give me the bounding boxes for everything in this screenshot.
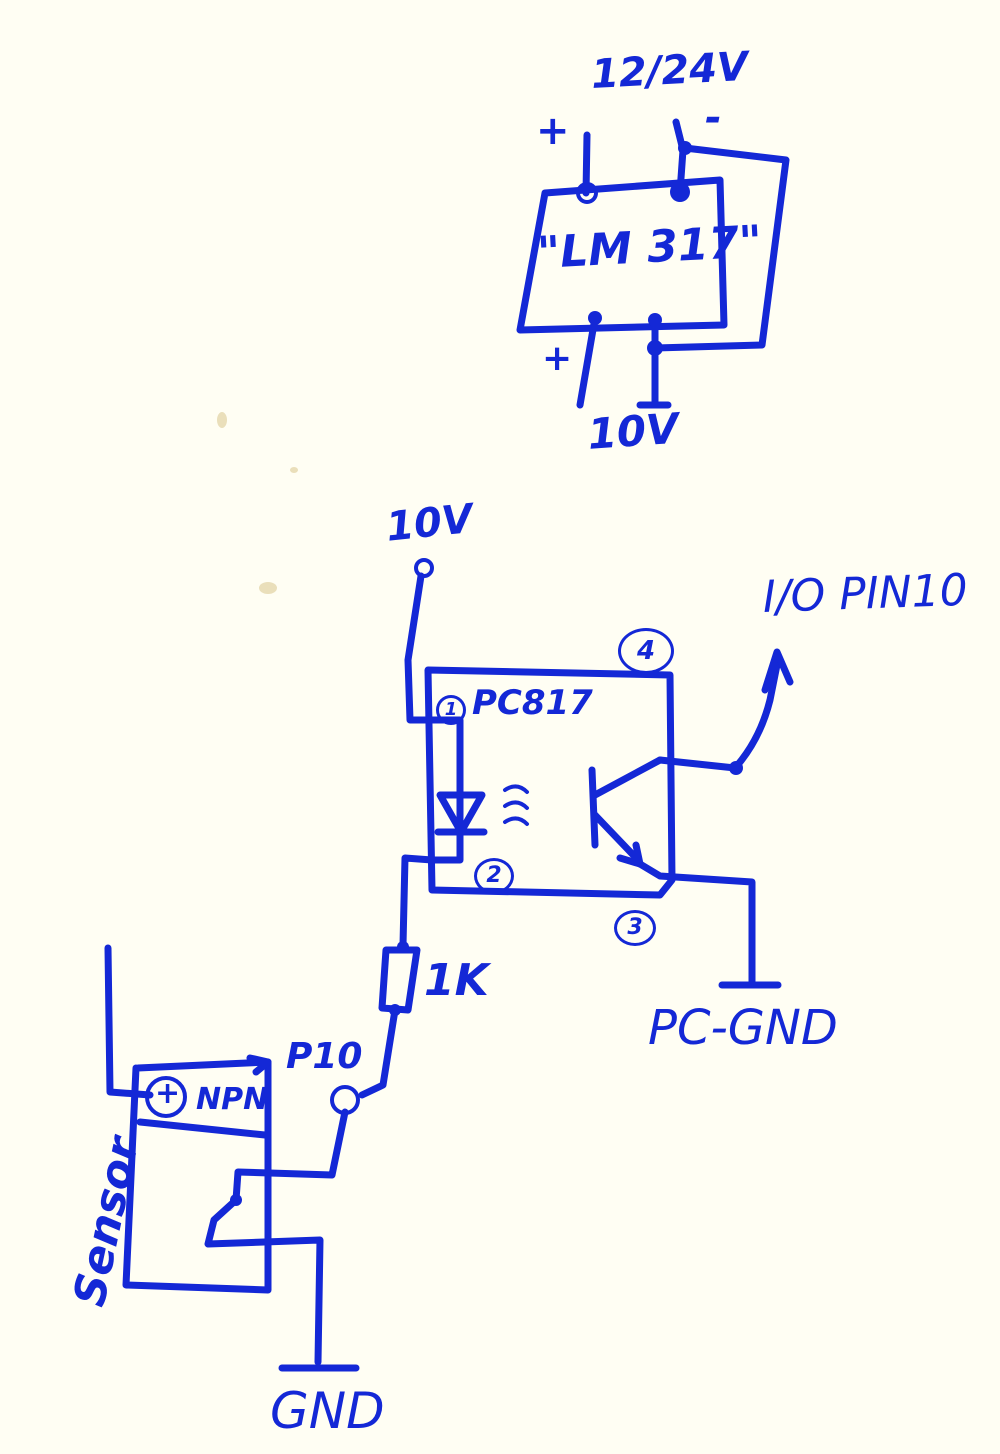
resistor-to-p10-wire xyxy=(358,1006,399,1099)
output-voltage-label: 10V xyxy=(586,403,681,459)
gnd-label: GND xyxy=(270,1382,385,1440)
io-pin-label: I/O PIN10 xyxy=(762,564,969,623)
p10-label: P10 xyxy=(286,1036,363,1077)
ground-return-wire xyxy=(651,144,790,352)
resistor-1k xyxy=(378,946,421,1014)
sensor-box xyxy=(122,1058,272,1294)
pin3-marker: 3 xyxy=(614,910,656,946)
junction-dot xyxy=(647,340,663,356)
junction-dot xyxy=(729,761,743,775)
io-arrow xyxy=(761,648,794,694)
pin1-marker: 1 xyxy=(436,695,466,725)
paper-stain xyxy=(259,582,277,594)
npn-label: NPN xyxy=(196,1082,269,1117)
pin2-wire xyxy=(399,854,436,949)
pin4-marker: 4 xyxy=(618,628,674,674)
emitter-to-pc-gnd-wire xyxy=(636,860,756,989)
junction-dot xyxy=(230,1194,242,1206)
supply-10v-wire xyxy=(404,572,429,724)
supply-10v-terminal xyxy=(414,558,434,578)
collector-to-io-wire xyxy=(656,656,782,772)
input-plus-terminal xyxy=(576,182,598,204)
light-emission-icon xyxy=(503,784,529,826)
phototransistor-emitter xyxy=(591,811,642,864)
pc-gnd-label: PC-GND xyxy=(648,1000,838,1056)
resistor-label: 1K xyxy=(424,955,489,1006)
sensor-supply-lead xyxy=(104,944,154,1099)
regulator-circuit xyxy=(516,118,790,409)
pc817-label: PC817 xyxy=(472,683,593,723)
paper-stain xyxy=(290,467,298,473)
junction-dot xyxy=(397,941,409,953)
p10-to-collector-wire xyxy=(232,1108,349,1204)
minus-input-label: - xyxy=(705,95,722,141)
sensor-plus-marker: + xyxy=(155,1076,181,1111)
sensor-corner-arrow xyxy=(246,1054,272,1076)
pc817-box xyxy=(424,666,676,899)
opto-supply-label: 10V xyxy=(384,495,475,551)
pin2-marker: 2 xyxy=(474,858,514,894)
plus-marker-circle xyxy=(145,1076,187,1118)
phototransistor-collector xyxy=(591,756,664,799)
plus-input-label: + xyxy=(536,108,570,154)
paper-stain xyxy=(217,412,227,428)
phototransistor-base xyxy=(588,766,599,849)
output-plus-lead xyxy=(576,314,599,409)
emitter-to-gnd-wire xyxy=(204,1196,324,1366)
led-symbol xyxy=(436,791,486,836)
sensor-circuit xyxy=(104,944,360,1372)
supply-voltage-label: 12/24V xyxy=(590,43,750,98)
sensor-divider-line xyxy=(136,1118,269,1139)
plus-output-label: + xyxy=(542,338,573,379)
lm317-box xyxy=(516,176,728,334)
